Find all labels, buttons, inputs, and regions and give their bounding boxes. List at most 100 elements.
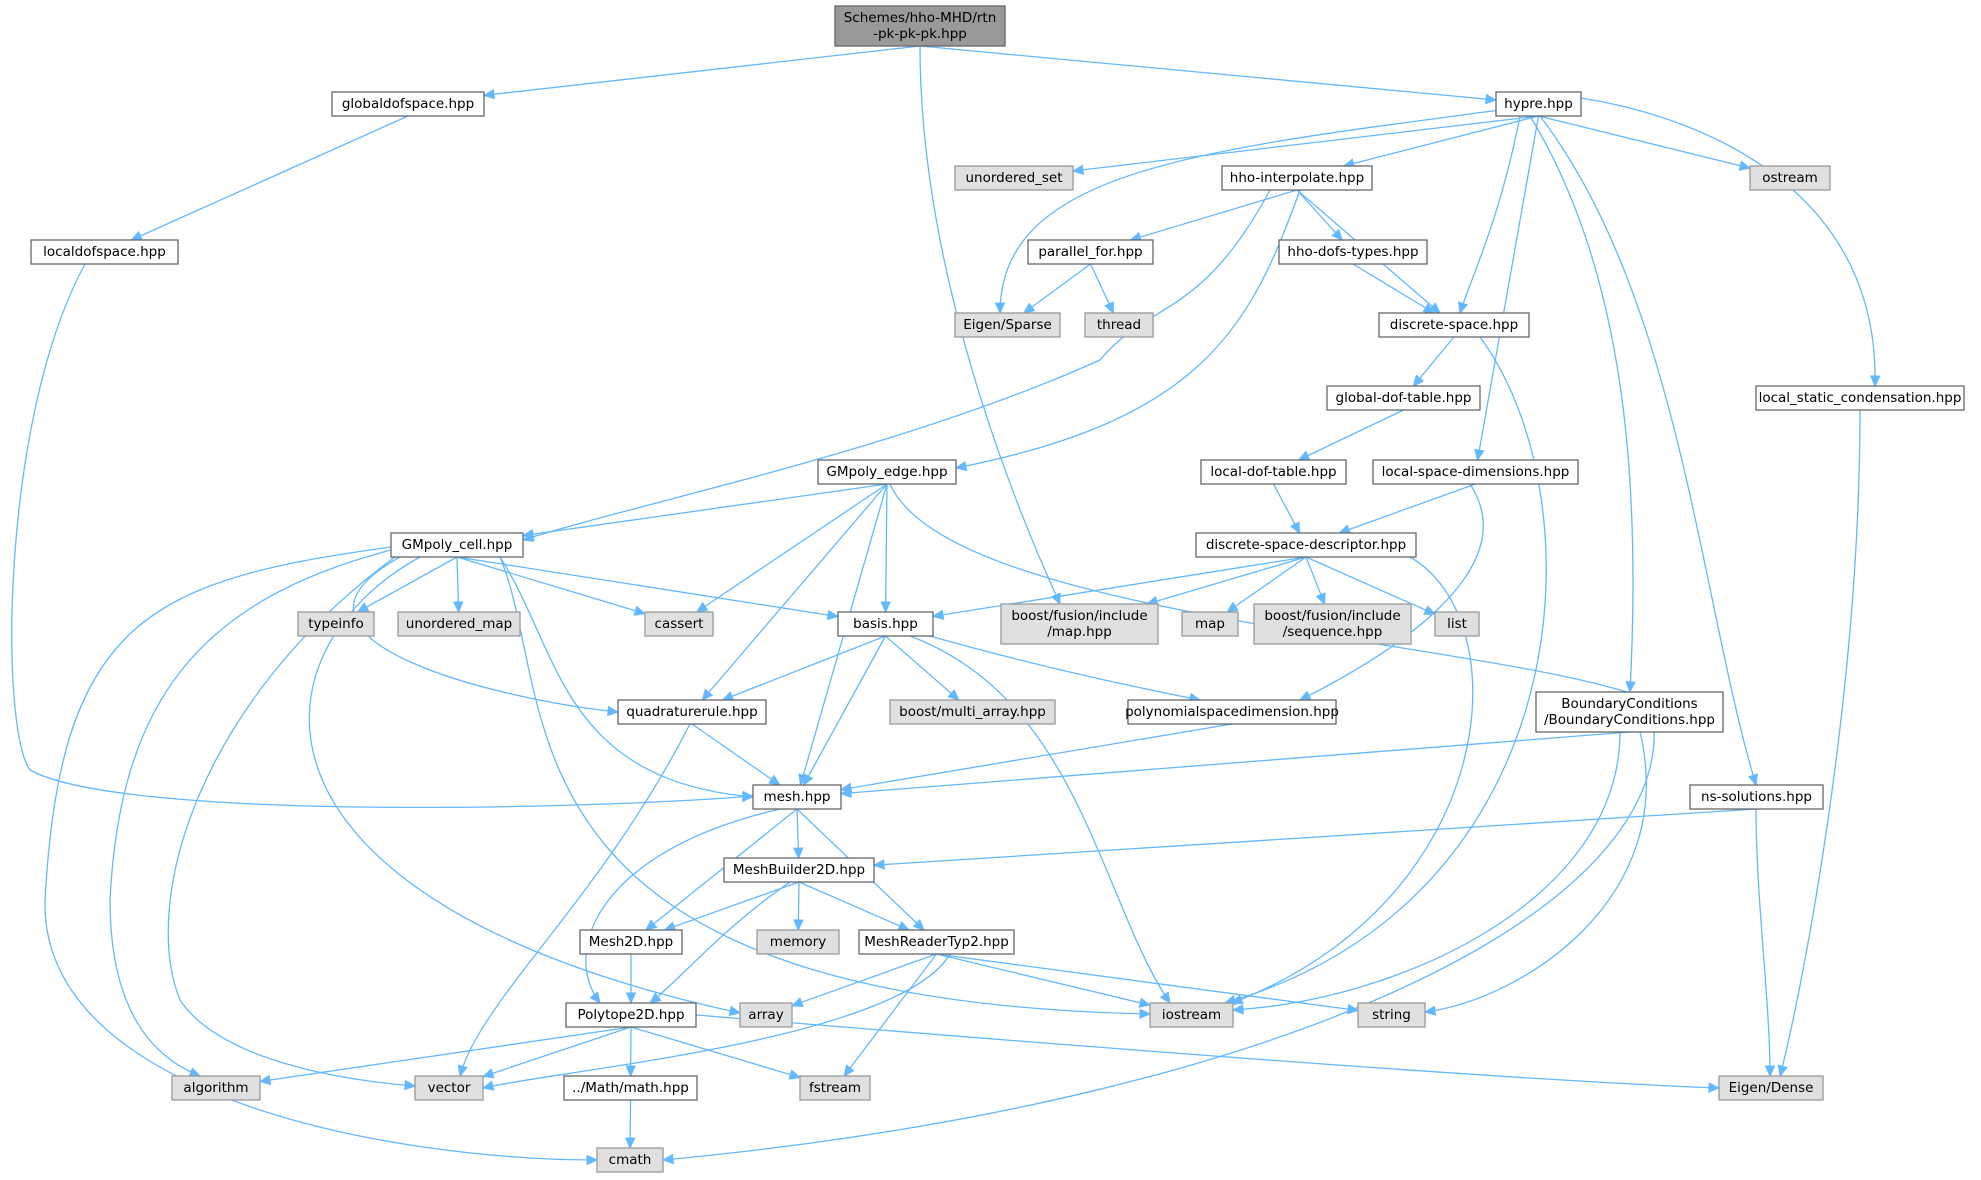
edge-discrete_space-to-global_dof_table (1412, 336, 1455, 387)
node-label: algorithm (183, 1080, 248, 1096)
node-label: MeshBuilder2D.hpp (733, 862, 865, 878)
edge-gmpoly_cell-to-typeinfo (356, 556, 458, 613)
node-boost-multi-array: boost/multi_array.hpp (889, 699, 1056, 725)
edge-hho_interpolate-to-gmpoly_cell (521, 189, 1271, 542)
node-root[interactable]: Schemes/hho-MHD/rtn-pk-pk-pk.hpp (834, 5, 1006, 47)
node-label: boost/fusion/include (1011, 608, 1147, 624)
node-label: discrete-space-descriptor.hpp (1206, 537, 1406, 553)
node-algorithm: algorithm (171, 1075, 261, 1101)
edge-discrete_space_descriptor-to-basis (931, 556, 1307, 620)
node-label: fstream (809, 1080, 861, 1096)
node-local-space-dimensions[interactable]: local-space-dimensions.hpp (1372, 459, 1579, 485)
node-label: unordered_map (406, 616, 512, 632)
node-discrete-space[interactable]: discrete-space.hpp (1378, 312, 1530, 338)
node-label: /sequence.hpp (1283, 624, 1383, 640)
node-label: basis.hpp (853, 616, 918, 632)
edge-local_space_dimensions-to-polynomialspacedimension (1298, 483, 1484, 701)
node-cmath: cmath (596, 1147, 664, 1173)
edge-global_dof_table-to-local_dof_table (1297, 409, 1404, 461)
edge-discrete_space_descriptor-to-list (1305, 556, 1437, 615)
node-boundary-conditions[interactable]: BoundaryConditions/BoundaryConditions.hp… (1535, 691, 1724, 733)
edge-meshreadertyp2-to-array (790, 953, 937, 1008)
node-parallel-for[interactable]: parallel_for.hpp (1027, 239, 1154, 265)
edge-hypre-to-hho_interpolate (1342, 115, 1539, 169)
node-label: Polytope2D.hpp (577, 1007, 684, 1023)
node-ns-solutions[interactable]: ns-solutions.hpp (1689, 784, 1824, 810)
edge-polytope2d-to-math (625, 1026, 636, 1078)
edge-discrete_space_descriptor-to-iostream (1230, 556, 1474, 1005)
node-local-static-condensation[interactable]: local_static_condensation.hpp (1755, 385, 1965, 411)
node-label: GMpoly_cell.hpp (402, 537, 513, 553)
node-label: mesh.hpp (763, 789, 830, 805)
node-mesh2d[interactable]: Mesh2D.hpp (579, 929, 683, 955)
edge-parallel_for-to-thread (1089, 263, 1114, 315)
edge-meshreadertyp2-to-vector (481, 953, 951, 1091)
node-label: localdofspace.hpp (43, 244, 166, 260)
node-localdofspace[interactable]: localdofspace.hpp (30, 239, 179, 265)
node-polytope2d[interactable]: Polytope2D.hpp (565, 1002, 697, 1028)
node-label: boost/fusion/include (1264, 608, 1400, 624)
node-discrete-space-descriptor[interactable]: discrete-space-descriptor.hpp (1195, 532, 1417, 558)
node-memory: memory (756, 929, 840, 955)
node-hho-dofs-types[interactable]: hho-dofs-types.hpp (1278, 239, 1428, 265)
node-label: global-dof-table.hpp (1336, 390, 1472, 406)
node-quadraturerule[interactable]: quadraturerule.hpp (617, 699, 767, 725)
node-label: Mesh2D.hpp (589, 934, 674, 950)
node-globaldofspace[interactable]: globaldofspace.hpp (331, 91, 485, 117)
node-meshbuilder2d[interactable]: MeshBuilder2D.hpp (723, 857, 875, 883)
node-label: unordered_set (965, 170, 1062, 186)
node-eigen-sparse: Eigen/Sparse (954, 312, 1061, 338)
dependency-edges (11, 45, 1881, 1166)
node-vector: vector (414, 1075, 484, 1101)
edge-discrete_space_descriptor-to-boost_sequence (1305, 556, 1326, 606)
edge-local_space_dimensions-to-discrete_space_descriptor (1338, 483, 1476, 535)
node-label: Schemes/hho-MHD/rtn (844, 10, 997, 26)
node-label: quadraturerule.hpp (626, 704, 757, 720)
node-mesh[interactable]: mesh.hpp (752, 784, 842, 810)
node-gmpoly-edge[interactable]: GMpoly_edge.hpp (817, 459, 957, 485)
edge-discrete_space_descriptor-to-map (1226, 556, 1307, 613)
edge-hypre-to-unordered_set (1071, 115, 1539, 176)
edge-mesh-to-meshbuilder2d (793, 808, 804, 860)
edge-gmpoly_cell-to-quadraturerule (352, 556, 620, 717)
node-math[interactable]: ../Math/math.hpp (563, 1075, 698, 1101)
node-label: local-space-dimensions.hpp (1382, 464, 1570, 480)
node-label: cmath (609, 1152, 652, 1168)
edge-boundary_conditions-to-mesh (839, 731, 1630, 799)
node-label: ../Math/math.hpp (572, 1080, 689, 1096)
file-nodes: Schemes/hho-MHD/rtn-pk-pk-pk.hpp globaldo… (30, 5, 1965, 1173)
node-ostream: ostream (1749, 165, 1831, 191)
edge-hypre-to-ostream (1538, 115, 1752, 171)
edge-hypre-to-ns_solutions (1539, 115, 1758, 787)
node-local-dof-table[interactable]: local-dof-table.hpp (1200, 459, 1347, 485)
edge-basis-to-quadraturerule (721, 635, 886, 702)
edge-meshbuilder2d-to-polytope2d (649, 881, 791, 1004)
node-meshreadertyp2[interactable]: MeshReaderTyp2.hpp (858, 929, 1015, 955)
node-label: hypre.hpp (1504, 96, 1573, 112)
edge-mesh2d-to-polytope2d (625, 954, 637, 1005)
node-basis[interactable]: basis.hpp (837, 611, 934, 637)
node-hypre[interactable]: hypre.hpp (1495, 91, 1582, 117)
node-array: array (739, 1002, 793, 1028)
node-hho-interpolate[interactable]: hho-interpolate.hpp (1221, 165, 1373, 191)
edge-gmpoly_cell-to-vector (167, 556, 417, 1091)
edge-gmpoly_edge-to-cmath (661, 483, 1655, 1165)
edge-gmpoly_edge-to-basis (880, 483, 891, 614)
node-gmpoly-cell[interactable]: GMpoly_cell.hpp (390, 532, 524, 558)
node-label: local-dof-table.hpp (1210, 464, 1336, 480)
edge-polynomialspacedimension-to-mesh (839, 723, 1233, 794)
node-label: MeshReaderTyp2.hpp (864, 934, 1009, 950)
node-label: GMpoly_edge.hpp (826, 464, 947, 480)
edge-gmpoly_edge-to-gmpoly_cell (521, 483, 888, 540)
node-global-dof-table[interactable]: global-dof-table.hpp (1326, 385, 1481, 411)
edge-polytope2d-to-fstream (630, 1026, 802, 1080)
edge-boundary_conditions-to-string (1423, 731, 1647, 1016)
node-iostream: iostream (1149, 1002, 1234, 1028)
node-label: vector (428, 1080, 471, 1096)
edge-math-to-cmath (624, 1099, 636, 1150)
edge-local_static_condensation-to-eigen_dense (1777, 409, 1861, 1078)
edge-polytope2d-to-algorithm (258, 1026, 632, 1086)
edge-gmpoly_edge-to-quadraturerule (701, 483, 888, 701)
node-polynomialspacedimension[interactable]: polynomialspacedimension.hpp (1125, 699, 1339, 725)
node-label: list (1447, 616, 1467, 632)
